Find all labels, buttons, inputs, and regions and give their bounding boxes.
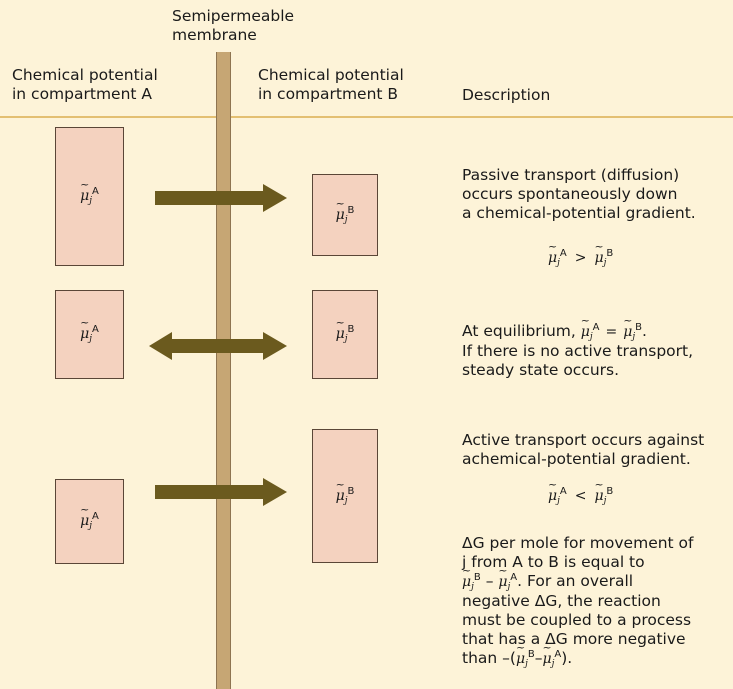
box-a-row3: μjA — [55, 479, 124, 564]
compartment-b-header: Chemical potential in compartment B — [258, 66, 404, 103]
arrow-right-row3 — [155, 478, 287, 506]
mu-a-label: μjA — [80, 187, 99, 206]
description-row2: At equilibrium, μjA=μjB. If there is no … — [462, 322, 693, 380]
formula-row3: μjA<μjB — [548, 487, 613, 506]
mu-a-label: μjA — [80, 512, 99, 531]
box-a-row1: μjA — [55, 127, 124, 266]
arrow-both-row2 — [149, 332, 287, 360]
membrane-header: Semipermeable membrane — [172, 7, 295, 44]
arrow-right-row1 — [155, 184, 287, 212]
delta-g-description: ΔG per mole for movement of j from A to … — [462, 534, 694, 669]
mu-a-label: μjA — [80, 325, 99, 344]
header-divider — [0, 116, 733, 118]
formula-row1: μjA>μjB — [548, 249, 613, 268]
mu-b-label: μjB — [336, 486, 355, 506]
box-a-row2: μjA — [55, 290, 124, 379]
compartment-a-header: Chemical potential in compartment A — [12, 66, 158, 103]
description-row3: Active transport occurs against achemica… — [462, 431, 705, 468]
description-header: Description — [462, 86, 551, 104]
box-b-row1: μjB — [312, 174, 378, 256]
box-b-row3: μjB — [312, 429, 378, 563]
box-b-row2: μjB — [312, 290, 378, 379]
mu-b-label: μjB — [336, 205, 355, 225]
semipermeable-membrane — [216, 52, 231, 689]
description-row1: Passive transport (diffusion) occurs spo… — [462, 166, 696, 222]
mu-b-label: μjB — [336, 325, 355, 344]
